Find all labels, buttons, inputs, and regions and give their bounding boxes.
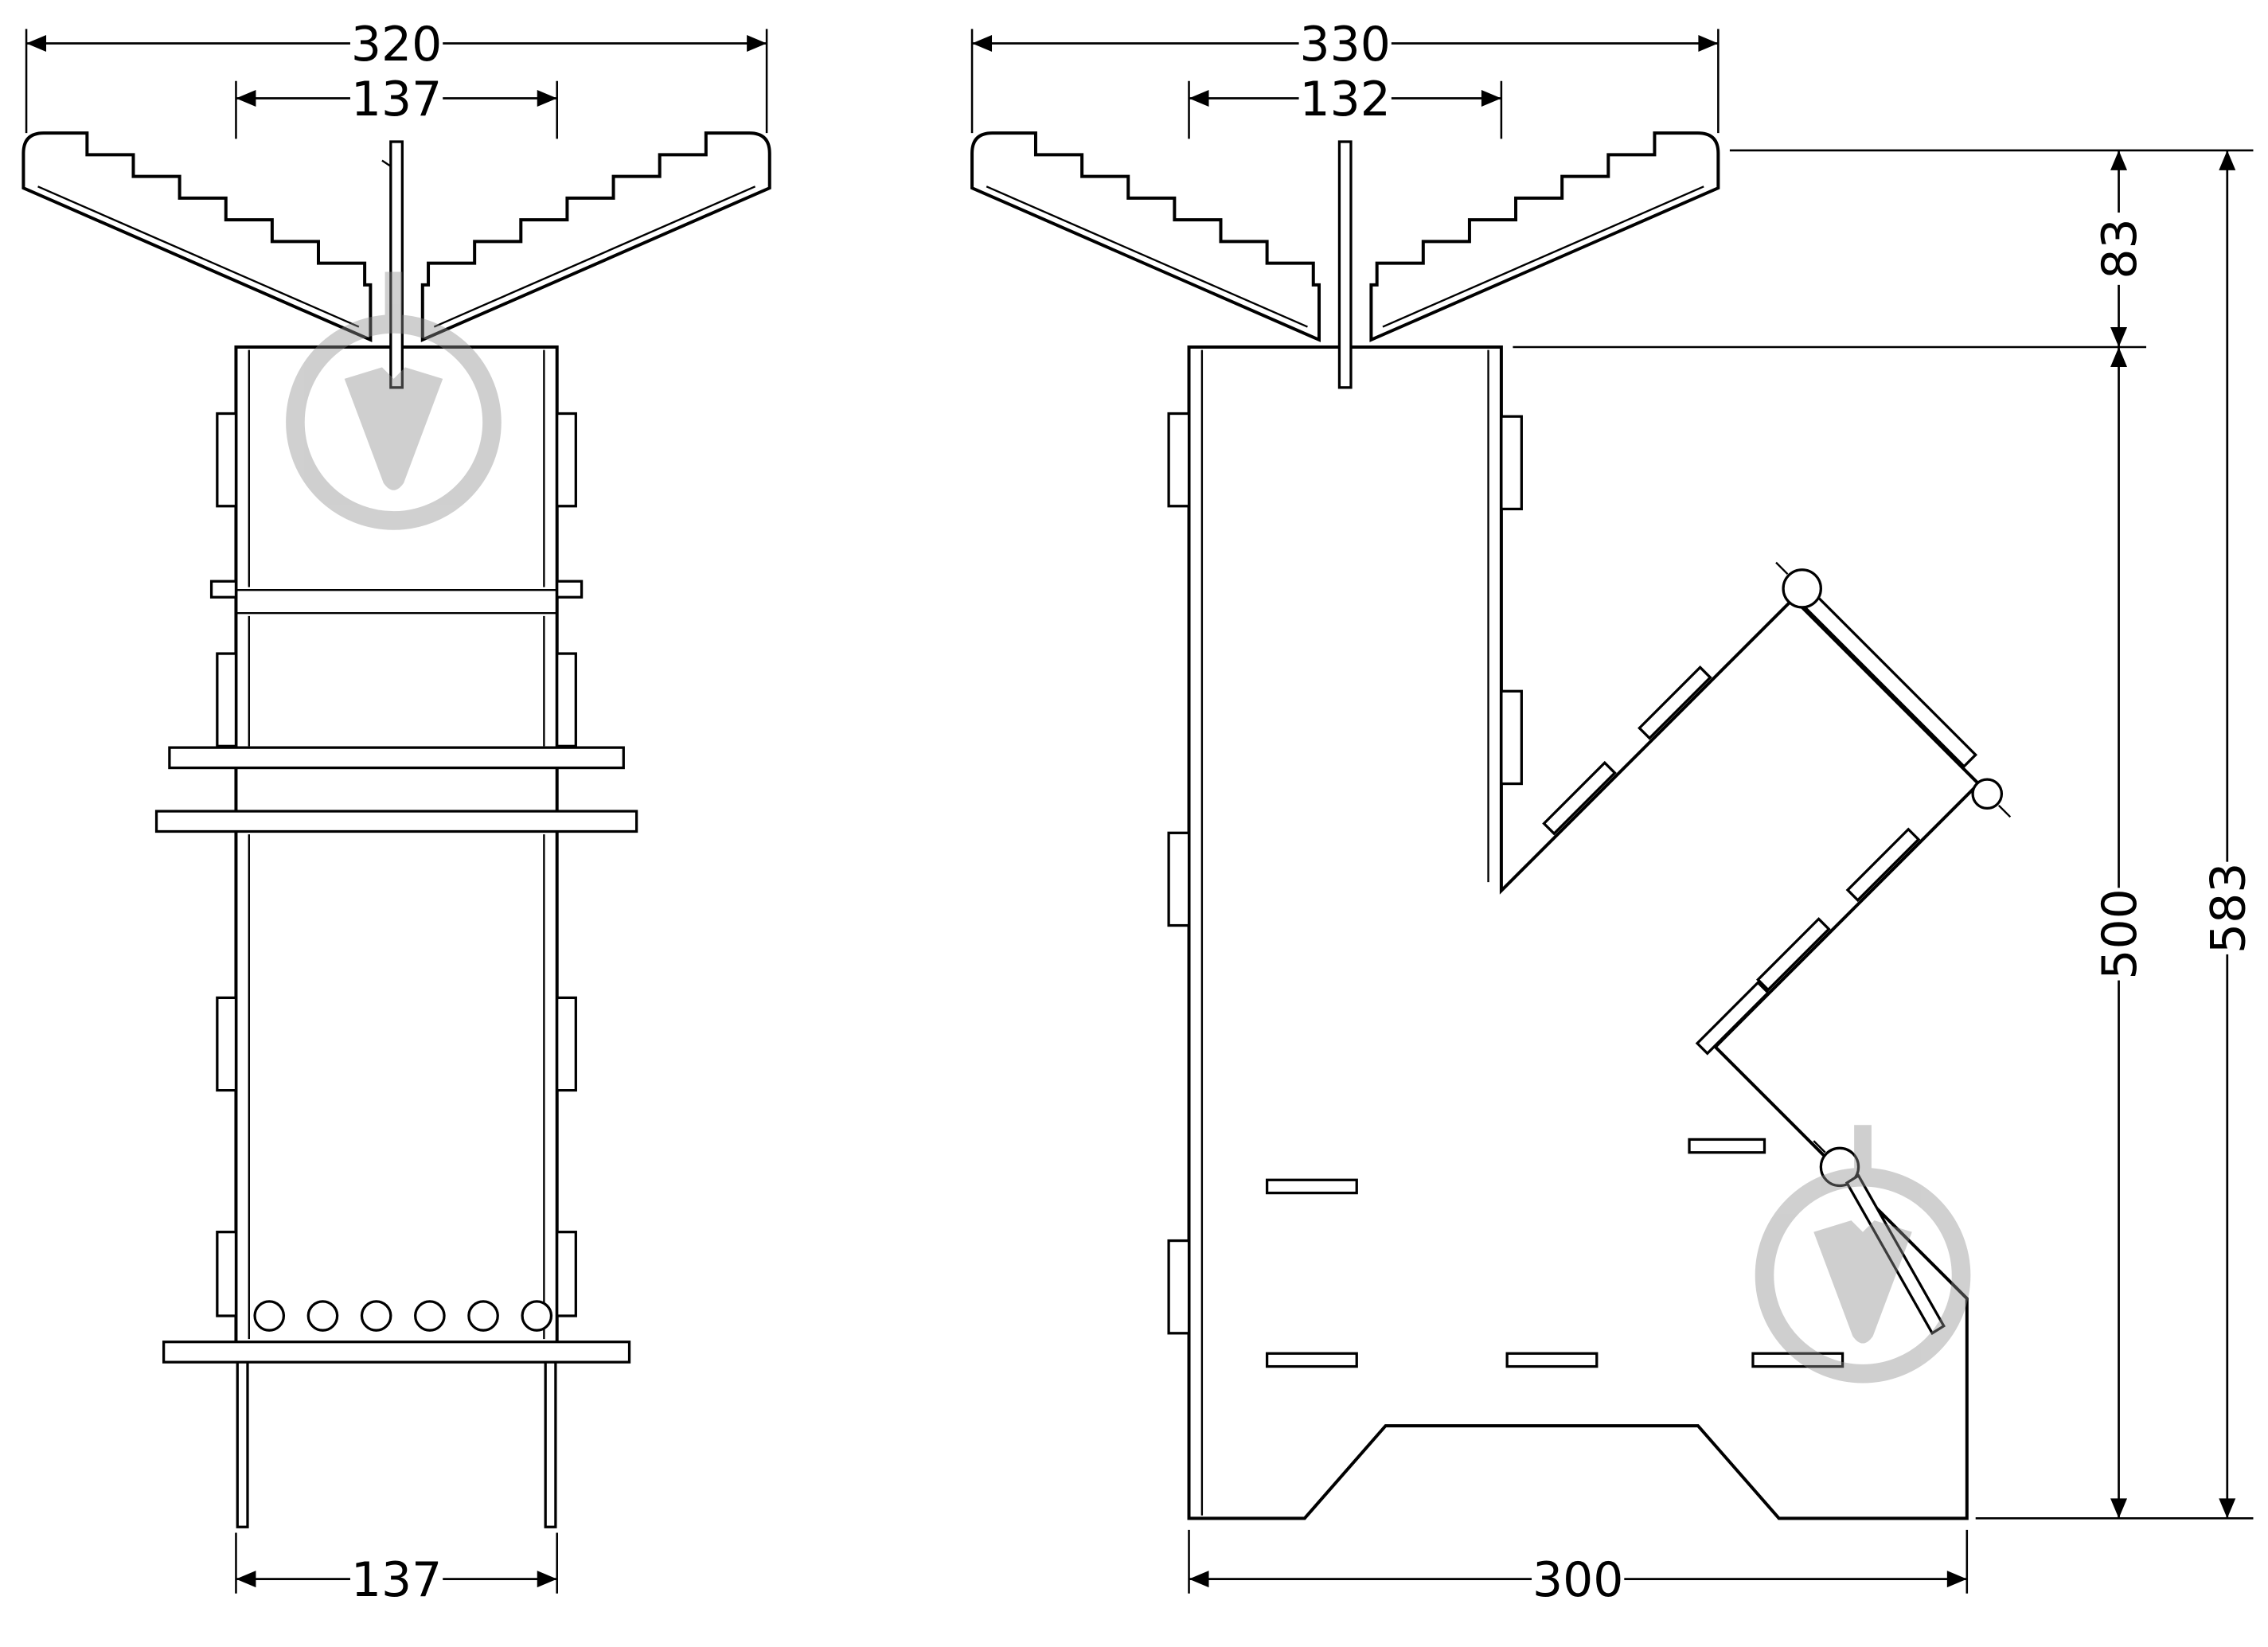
dim-label-support-height: 83 <box>2092 218 2148 279</box>
side-pot-support-right <box>1369 131 1720 342</box>
dim-side-overall-width: 330 <box>970 17 1720 134</box>
dim-label-front-bottom-width: 137 <box>351 1552 442 1608</box>
side-edge-tab <box>1167 412 1191 508</box>
front-side-tab <box>216 652 238 747</box>
hinge-notch <box>1997 804 2012 818</box>
dim-front-top-inner-width: 137 <box>235 72 558 139</box>
side-edge-tab <box>1500 415 1523 511</box>
hinge-circle-right <box>1971 778 2004 810</box>
side-slot <box>1265 1178 1358 1195</box>
side-chute-slot <box>1695 981 1770 1056</box>
front-skewer-blade <box>389 140 404 389</box>
dim-label-front-overall-width: 320 <box>351 17 442 72</box>
front-air-hole <box>306 1300 339 1332</box>
dim-body-height: 500 <box>1975 346 2254 1520</box>
hinge-circle-bottom <box>1819 1146 1860 1188</box>
front-joint-hook <box>209 580 238 599</box>
side-chute-slot <box>1756 917 1831 992</box>
front-side-tab <box>556 996 577 1092</box>
front-air-hole <box>414 1300 446 1332</box>
front-body-outline <box>234 345 559 1347</box>
front-base-flange <box>162 1341 631 1364</box>
watermark-logo-icon <box>286 271 502 530</box>
latch-rod <box>1844 1173 1946 1336</box>
front-shelf-flange <box>168 746 625 770</box>
dim-label-side-top-inner-width: 132 <box>1300 72 1391 127</box>
front-side-tab <box>216 996 238 1092</box>
front-air-hole <box>467 1300 499 1332</box>
hinge-circle-top <box>1782 568 1822 609</box>
side-slot <box>1688 1138 1766 1154</box>
side-edge-tab <box>1500 689 1523 786</box>
front-pot-support-right <box>420 131 771 342</box>
side-slot <box>1751 1352 1844 1368</box>
side-chute-slot <box>1845 827 1921 903</box>
dim-label-body-height: 500 <box>2092 888 2148 979</box>
dim-label-total-height: 583 <box>2200 863 2256 954</box>
front-joint-hook <box>556 580 584 599</box>
front-side-tab <box>556 412 577 508</box>
side-wing-fold-line <box>986 185 1308 328</box>
dim-front-bottom-width: 137 <box>235 1532 558 1608</box>
side-chute-slot <box>1542 760 1617 836</box>
dim-total-height: 583 <box>2200 150 2256 1519</box>
front-wing-fold-line <box>433 185 756 328</box>
side-pot-support-left <box>970 131 1321 342</box>
side-chute-slot <box>1638 665 1712 740</box>
dim-label-side-overall-width: 330 <box>1300 17 1391 72</box>
dimensions: 320 137 137 330 132 <box>25 17 2256 1608</box>
front-side-tab <box>216 1231 238 1317</box>
front-leg <box>236 1360 249 1528</box>
dim-side-top-inner-width: 132 <box>1188 72 1503 139</box>
side-wing-fold-line <box>1382 185 1704 328</box>
front-side-tab <box>556 1231 577 1317</box>
front-side-tab <box>556 652 577 747</box>
front-wing-fold-line <box>37 185 360 328</box>
side-slot <box>1505 1352 1599 1368</box>
side-edge-tab <box>1167 831 1191 927</box>
hinge-notch <box>1813 1140 1826 1153</box>
side-skewer-blade <box>1337 140 1353 389</box>
front-air-hole <box>360 1300 392 1332</box>
front-side-tab <box>216 412 238 508</box>
side-slot <box>1265 1352 1358 1368</box>
dim-support-height: 83 <box>1513 149 2254 349</box>
front-pot-support-left <box>21 131 373 342</box>
front-view <box>21 131 771 1528</box>
dim-label-front-top-inner-width: 137 <box>351 72 442 127</box>
front-air-hole <box>521 1300 553 1332</box>
side-body-outline <box>1187 345 1981 1520</box>
dim-label-base-depth: 300 <box>1532 1552 1623 1608</box>
dim-front-overall-width: 320 <box>25 17 768 134</box>
front-leg <box>544 1360 557 1528</box>
dim-base-depth: 300 <box>1188 1529 1969 1608</box>
hinge-notch <box>1775 561 1789 575</box>
front-shelf-flange <box>154 810 638 833</box>
front-air-hole <box>253 1300 286 1332</box>
front-blade-notch <box>381 159 392 167</box>
watermark-logo-icon <box>1755 1125 1971 1384</box>
side-view <box>970 131 2012 1520</box>
side-edge-tab <box>1167 1239 1191 1335</box>
